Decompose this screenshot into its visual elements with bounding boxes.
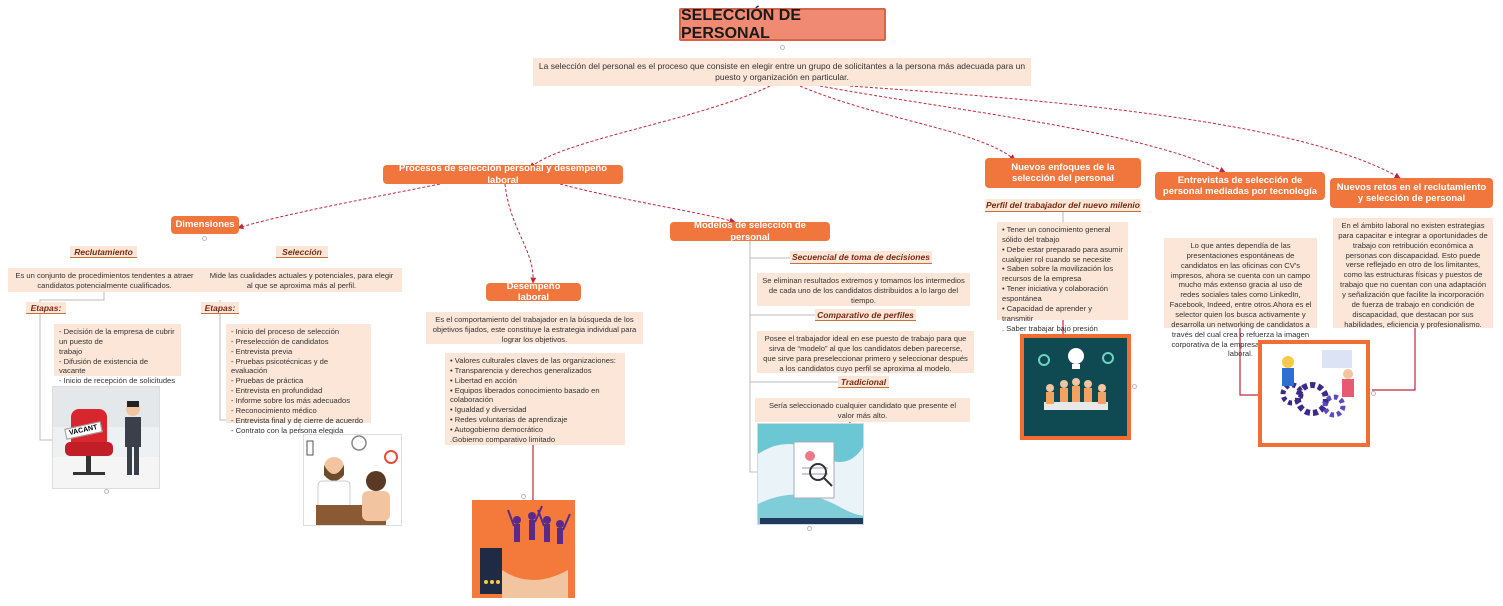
- node-procesos[interactable]: Procesos de selección personal y desempe…: [383, 163, 623, 186]
- entrevistas-text: Lo que antes dependía de las presentacio…: [1164, 238, 1317, 358]
- node-desempeno[interactable]: Desempeño laboral: [486, 281, 581, 303]
- label-tradicional[interactable]: Tradicional: [838, 376, 889, 388]
- vacant-chair-image: VACANT: [52, 386, 160, 489]
- valores-list: • Valores culturales claves de las organ…: [445, 353, 625, 445]
- label-seleccion[interactable]: Selección: [276, 246, 328, 258]
- interview-image: [303, 434, 402, 526]
- collapse-handle[interactable]: [104, 489, 109, 494]
- collapse-handle[interactable]: [1371, 391, 1376, 396]
- profile-search-image: [757, 423, 864, 525]
- secuencial-text: Se eliminan resultados extremos y tomamo…: [757, 273, 970, 306]
- collapse-handle[interactable]: [807, 526, 812, 531]
- collapse-handle[interactable]: [780, 45, 785, 50]
- label-reclutamiento[interactable]: Reclutamiento: [70, 246, 137, 258]
- label-etapas-seleccion[interactable]: Etapas:: [201, 302, 239, 314]
- node-nuevos-retos[interactable]: Nuevos retos en el reclutamiento y selec…: [1330, 178, 1493, 208]
- etapas-seleccion-list: - Inicio del proceso de selección - Pres…: [226, 324, 371, 435]
- node-nuevos-enfoques[interactable]: Nuevos enfoques de la selección del pers…: [985, 158, 1141, 188]
- collapse-handle[interactable]: [1132, 384, 1137, 389]
- team-celebration-image: [472, 500, 575, 598]
- tradicional-text: Sería seleccionado cualquier candidato q…: [755, 398, 970, 422]
- etapas-reclutamiento-list: - Decisión de la empresa de cubrir un pu…: [54, 324, 181, 385]
- map-title: SELECCIÓN DE PERSONAL: [679, 7, 886, 42]
- label-comparativo[interactable]: Comparativo de perfiles: [815, 309, 916, 321]
- desempeno-text: Es el comportamiento del trabajador en l…: [426, 312, 643, 344]
- label-etapas-reclutamiento[interactable]: Etapas:: [26, 302, 66, 314]
- technology-gears-image: [1258, 340, 1370, 447]
- team-meeting-image: [1020, 334, 1131, 440]
- node-dimensiones[interactable]: Dimensiones: [171, 216, 239, 234]
- retos-text: En el ámbito laboral no existen estrateg…: [1333, 218, 1493, 329]
- intro-text: La selección del personal es el proceso …: [533, 58, 1031, 86]
- collapse-handle[interactable]: [521, 494, 526, 499]
- collapse-handle[interactable]: [202, 236, 207, 241]
- seleccion-text: Mide las cualidades actuales y potencial…: [201, 268, 402, 292]
- node-entrevistas[interactable]: Entrevistas de selección de personal med…: [1155, 172, 1325, 200]
- comparativo-text: Posee el trabajador ideal en ese puesto …: [757, 331, 974, 373]
- label-perfil-trabajador[interactable]: Perfil del trabajador del nuevo milenio: [985, 199, 1141, 212]
- label-secuencial[interactable]: Secuencial de toma de decisiones: [790, 251, 932, 264]
- perfil-list: • Tener un conocimiento general sólido d…: [997, 222, 1128, 333]
- reclutamiento-text: Es un conjunto de procedimientos tendent…: [8, 268, 201, 292]
- node-modelos[interactable]: Modelos de selección de personal: [670, 220, 830, 243]
